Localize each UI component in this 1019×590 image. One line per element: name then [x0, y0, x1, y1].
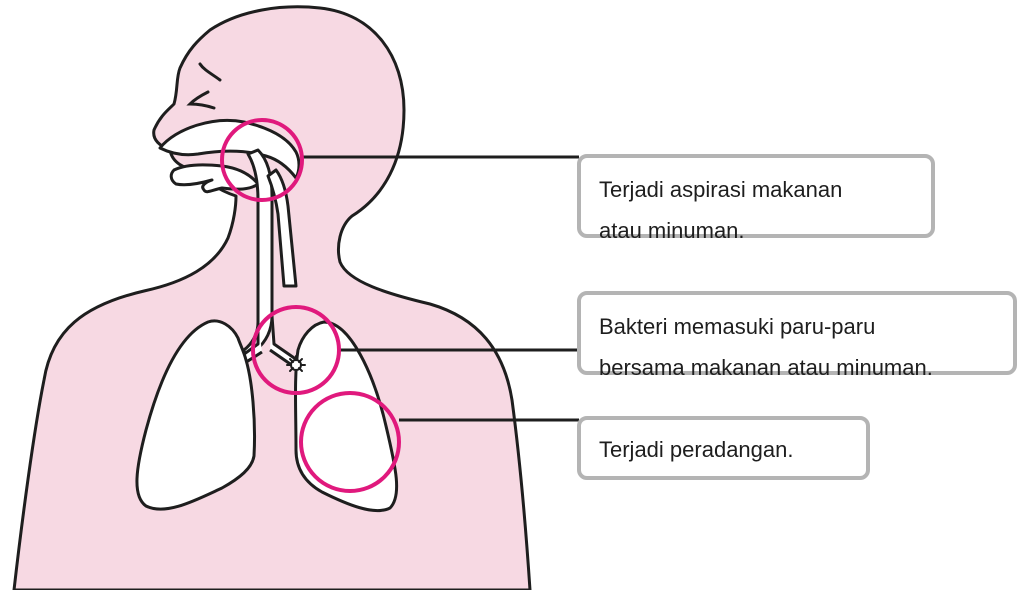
callout-bacteria-line2: bersama makanan atau minuman. — [599, 347, 999, 388]
callout-aspiration: Terjadi aspirasi makanan atau minuman. — [577, 154, 935, 238]
callout-bacteria-line1: Bakteri memasuki paru-paru — [599, 306, 999, 347]
callout-inflammation: Terjadi peradangan. — [577, 416, 870, 480]
callout-bacteria: Bakteri memasuki paru-paru bersama makan… — [577, 291, 1017, 375]
bacteria-icon — [287, 356, 305, 374]
callout-aspiration-line2: atau minuman. — [599, 210, 917, 251]
callout-aspiration-line1: Terjadi aspirasi makanan — [599, 169, 917, 210]
callout-inflammation-line1: Terjadi peradangan. — [599, 429, 852, 470]
